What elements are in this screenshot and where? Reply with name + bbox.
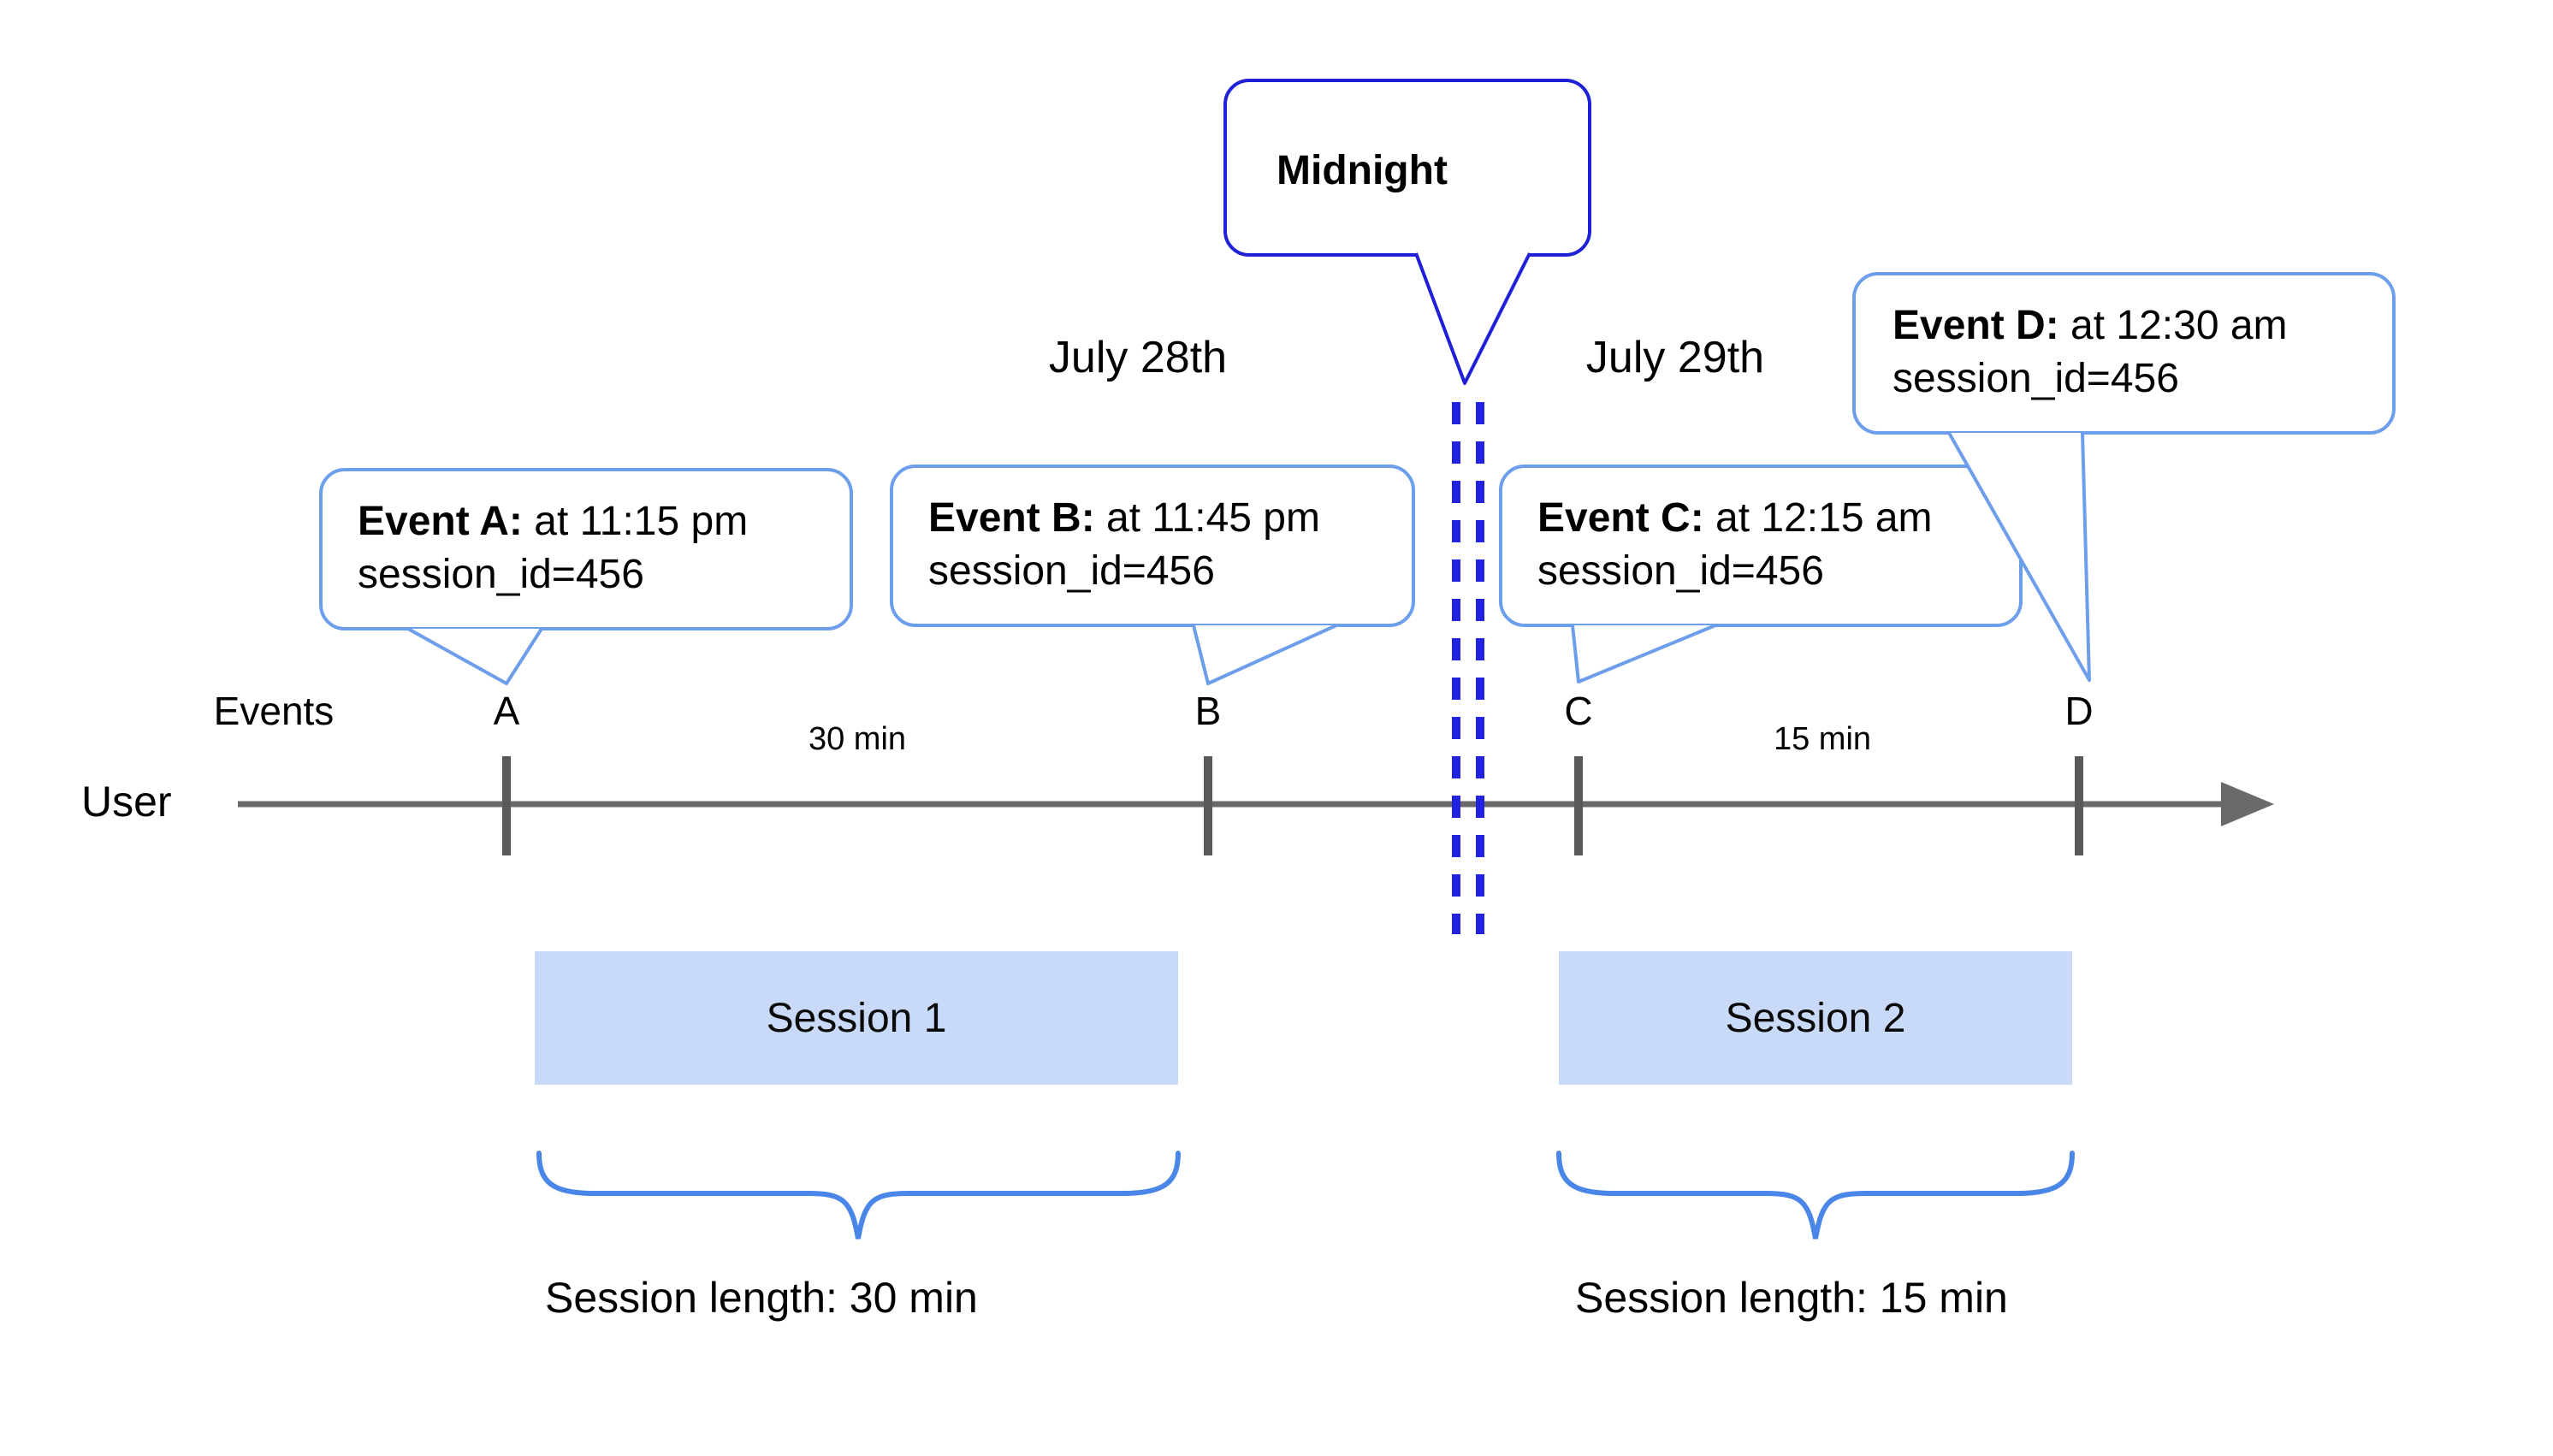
event-a-bubble-tail: [407, 627, 543, 685]
event-d-text: Event D: at 12:30 am session_id=456: [1893, 299, 2288, 405]
event-c-text: Event C: at 12:15 am session_id=456: [1537, 492, 1933, 598]
gap-label-30min: 30 min: [808, 721, 907, 757]
tick-label-c: C: [1564, 689, 1593, 733]
event-c-time: at 12:15 am: [1703, 495, 1933, 541]
event-a-time: at 11:15 pm: [522, 499, 749, 544]
event-c-bubble: [1499, 465, 2023, 627]
midnight-bubble: [1223, 79, 1591, 257]
event-a-session: session_id=456: [358, 552, 644, 597]
tick-label-d: D: [2064, 689, 2094, 733]
event-c-bubble-tail: [1571, 624, 1716, 684]
event-d-name: Event D:: [1893, 303, 2059, 348]
session-1-box: Session 1: [535, 951, 1178, 1085]
user-axis-label: User: [81, 778, 172, 826]
event-b-text: Event B: at 11:45 pm session_id=456: [928, 492, 1320, 598]
event-b-bubble-tail: [1192, 624, 1337, 685]
event-c-session: session_id=456: [1537, 548, 1824, 594]
date-july-29: July 29th: [1585, 333, 1765, 382]
session-2-length-label: Session length: 15 min: [1575, 1274, 2008, 1322]
event-a-bubble: [319, 468, 853, 630]
session-2-brace: [1556, 1151, 2075, 1240]
event-b-time: at 11:45 pm: [1094, 495, 1320, 541]
event-b-line1: Event B: at 11:45 pm: [928, 492, 1320, 545]
tick-label-b: B: [1194, 689, 1222, 733]
midnight-label: Midnight: [1276, 148, 1448, 193]
event-b-bubble: [890, 465, 1415, 627]
midnight-bubble-tail: [1414, 252, 1531, 385]
date-july-28: July 28th: [1048, 333, 1228, 382]
event-d-session: session_id=456: [1893, 356, 2179, 401]
timeline-arrowhead-icon: [2221, 782, 2274, 826]
event-a-text: Event A: at 11:15 pm session_id=456: [358, 495, 748, 601]
event-b-session: session_id=456: [928, 548, 1215, 594]
event-a-line1: Event A: at 11:15 pm: [358, 495, 748, 548]
tick-label-a: A: [493, 689, 520, 733]
event-c-line1: Event C: at 12:15 am: [1537, 492, 1933, 545]
event-c-name: Event C:: [1537, 495, 1704, 541]
gap-label-15min: 15 min: [1773, 721, 1872, 757]
event-b-name: Event B:: [928, 495, 1095, 541]
events-axis-label: Events: [213, 689, 335, 733]
session-1-brace: [536, 1151, 1181, 1240]
session-1-length-label: Session length: 30 min: [545, 1274, 978, 1322]
session-2-box: Session 2: [1559, 951, 2072, 1085]
event-d-bubble: [1852, 272, 2396, 435]
event-a-name: Event A:: [358, 499, 523, 544]
event-d-time: at 12:30 am: [2058, 303, 2288, 348]
event-d-line1: Event D: at 12:30 am: [1893, 299, 2288, 352]
